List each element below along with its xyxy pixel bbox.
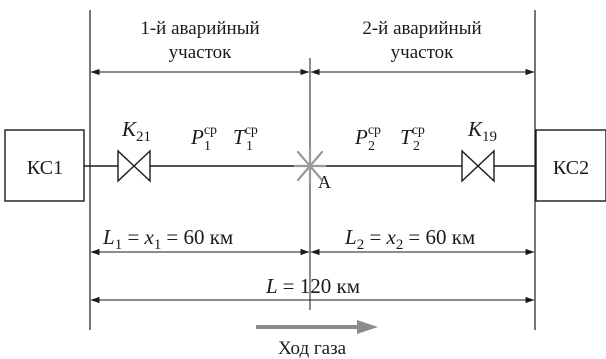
section-2-caption-line2: участок <box>391 42 454 63</box>
station-label-right: КС2 <box>553 157 589 179</box>
valve-k19-label: K19 <box>467 117 497 145</box>
gas-flow-arrow-icon <box>256 320 378 334</box>
length-1-label: L1 = x1= 60 км <box>102 225 233 253</box>
valve-k19-icon <box>461 149 495 183</box>
break-point-icon <box>293 148 327 184</box>
total-length-label: L= 120 км <box>265 274 360 298</box>
valve-k21-icon <box>117 149 151 183</box>
break-point-label: A <box>318 172 331 192</box>
section-1-caption-line2: участок <box>169 42 232 63</box>
station-label-left: КС1 <box>27 157 63 179</box>
length-2-label: L2 = x2= 60 км <box>344 225 475 253</box>
section-2-caption-line1: 2-й аварийный <box>362 18 481 39</box>
gas-flow-label: Ход газа <box>278 338 347 359</box>
compressor-station-left: КС1 <box>4 129 85 202</box>
valve-k21-label: K21 <box>121 117 151 145</box>
compressor-station-right: КС2 <box>535 129 606 202</box>
section-1-caption-line1: 1-й аварийный <box>140 18 259 39</box>
